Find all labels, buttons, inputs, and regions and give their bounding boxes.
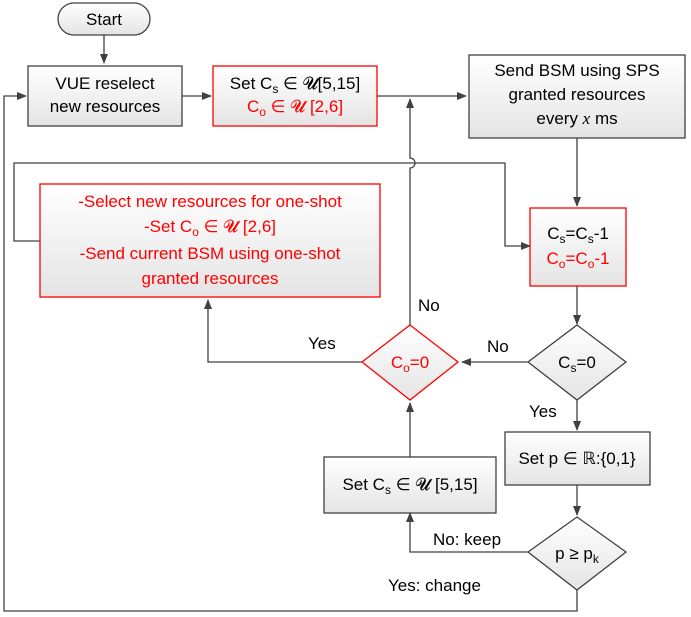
edge-pcheck-setcs: [406, 512, 528, 553]
dec-co-sub-b: o: [588, 257, 595, 271]
edge-cozero-main: [406, 98, 416, 325]
label-p-yes: Yes: change: [388, 576, 481, 595]
one-shot-line2-sub: o: [192, 225, 199, 239]
reselect-line1: VUE reselect: [55, 74, 154, 93]
set-p-label: Set p ∈ ℝ:{0,1}: [518, 449, 635, 468]
decrement-cs-line: Cs=Cs-1: [547, 224, 609, 246]
cs-zero-sub: s: [570, 361, 576, 375]
set-co-line: Co ∈ 𝓤 [2,6]: [247, 97, 343, 119]
co-zero-diamond: Co=0: [360, 324, 460, 401]
set-cs-lower-prefix: Set C: [342, 475, 385, 494]
co-zero-rest: =0: [410, 353, 429, 372]
cs-zero-rest: =0: [576, 353, 595, 372]
label-co-yes: Yes: [308, 334, 336, 353]
set-co-rest: ∈ 𝓤 [2,6]: [266, 97, 343, 116]
send-sps-line3-pre: every: [536, 109, 582, 128]
set-cs-rest: ∈ 𝓤[5,15]: [278, 74, 360, 93]
label-cs-yes: Yes: [529, 402, 557, 421]
edge-oneshot-decrement: [13, 162, 531, 250]
p-check-diamond: p ≥ pk: [526, 516, 628, 591]
set-cs-sub: s: [272, 82, 278, 96]
send-sps-line1: Send BSM using SPS: [494, 61, 659, 80]
set-p-box: Set p ∈ ℝ:{0,1}: [504, 431, 651, 486]
set-cs-lower-sub: s: [385, 483, 391, 497]
dec-cs-mid: =C: [565, 224, 587, 243]
reselect-line2: new resources: [50, 97, 161, 116]
cs-zero-label: Cs=0: [558, 353, 596, 375]
dec-co-end: -1: [594, 249, 609, 268]
co-zero-label: Co=0: [391, 353, 429, 375]
set-cs-lower-label: Set Cs ∈ 𝓤 [5,15]: [342, 475, 477, 497]
p-check-prefix: p ≥ p: [555, 544, 593, 563]
set-cs-lower-rest: ∈ 𝓤 [5,15]: [391, 475, 478, 494]
co-zero-prefix: C: [391, 353, 403, 372]
start-label: Start: [86, 10, 122, 29]
label-co-no: No: [418, 296, 440, 315]
decrement-co-line: Co=Co-1: [547, 249, 610, 271]
p-check-label: p ≥ pk: [555, 544, 600, 566]
label-p-no: No: keep: [433, 530, 501, 549]
dec-cs-a: C: [547, 224, 559, 243]
one-shot-line3: -Send current BSM using one-shot: [80, 244, 341, 263]
set-co-prefix: C: [247, 97, 259, 116]
connectors: [3, 35, 581, 612]
set-cs-box: Set Cs ∈ 𝓤 [5,15]: [323, 456, 497, 514]
send-sps-var: x: [582, 109, 591, 128]
dec-co-mid: =C: [565, 249, 587, 268]
dec-cs-end: -1: [594, 224, 609, 243]
edge-cozero-oneshot: [204, 299, 362, 363]
dec-co-sub-a: o: [559, 257, 566, 271]
edge-pcheck-reselect: [3, 92, 578, 612]
dec-co-a: C: [547, 249, 559, 268]
set-cs-prefix: Set C: [230, 74, 273, 93]
decrement-box: Cs=Cs-1 Co=Co-1: [529, 207, 627, 287]
send-sps-box: Send BSM using SPS granted resources eve…: [468, 54, 686, 139]
dec-cs-sub-b: s: [588, 232, 594, 246]
one-shot-box: -Select new resources for one-shot -Set …: [39, 183, 381, 298]
dec-cs-sub-a: s: [559, 232, 565, 246]
send-sps-line2: granted resources: [508, 85, 645, 104]
one-shot-line2-prefix: -Set C: [144, 217, 192, 236]
start-terminal: Start: [57, 2, 151, 36]
set-cs-co-box: Set Cs ∈ 𝓤[5,15] Co ∈ 𝓤 [2,6]: [212, 65, 378, 127]
one-shot-line1: -Select new resources for one-shot: [78, 192, 342, 211]
one-shot-line4: granted resources: [141, 269, 278, 288]
label-cs-no: No: [487, 337, 509, 356]
send-sps-line3: every x ms: [536, 109, 617, 128]
p-check-sub: k: [593, 552, 600, 566]
one-shot-line2-rest: ∈ 𝓤 [2,6]: [199, 217, 276, 236]
reselect-box: VUE reselect new resources: [27, 65, 183, 127]
one-shot-line2: -Set Co ∈ 𝓤 [2,6]: [144, 217, 276, 239]
cs-zero-prefix: C: [558, 353, 570, 372]
set-co-sub: o: [259, 105, 266, 119]
set-cs-line: Set Cs ∈ 𝓤[5,15]: [230, 74, 360, 96]
send-sps-line3-post: ms: [590, 109, 617, 128]
co-zero-sub: o: [403, 361, 410, 375]
cs-zero-diamond: Cs=0: [526, 324, 628, 401]
